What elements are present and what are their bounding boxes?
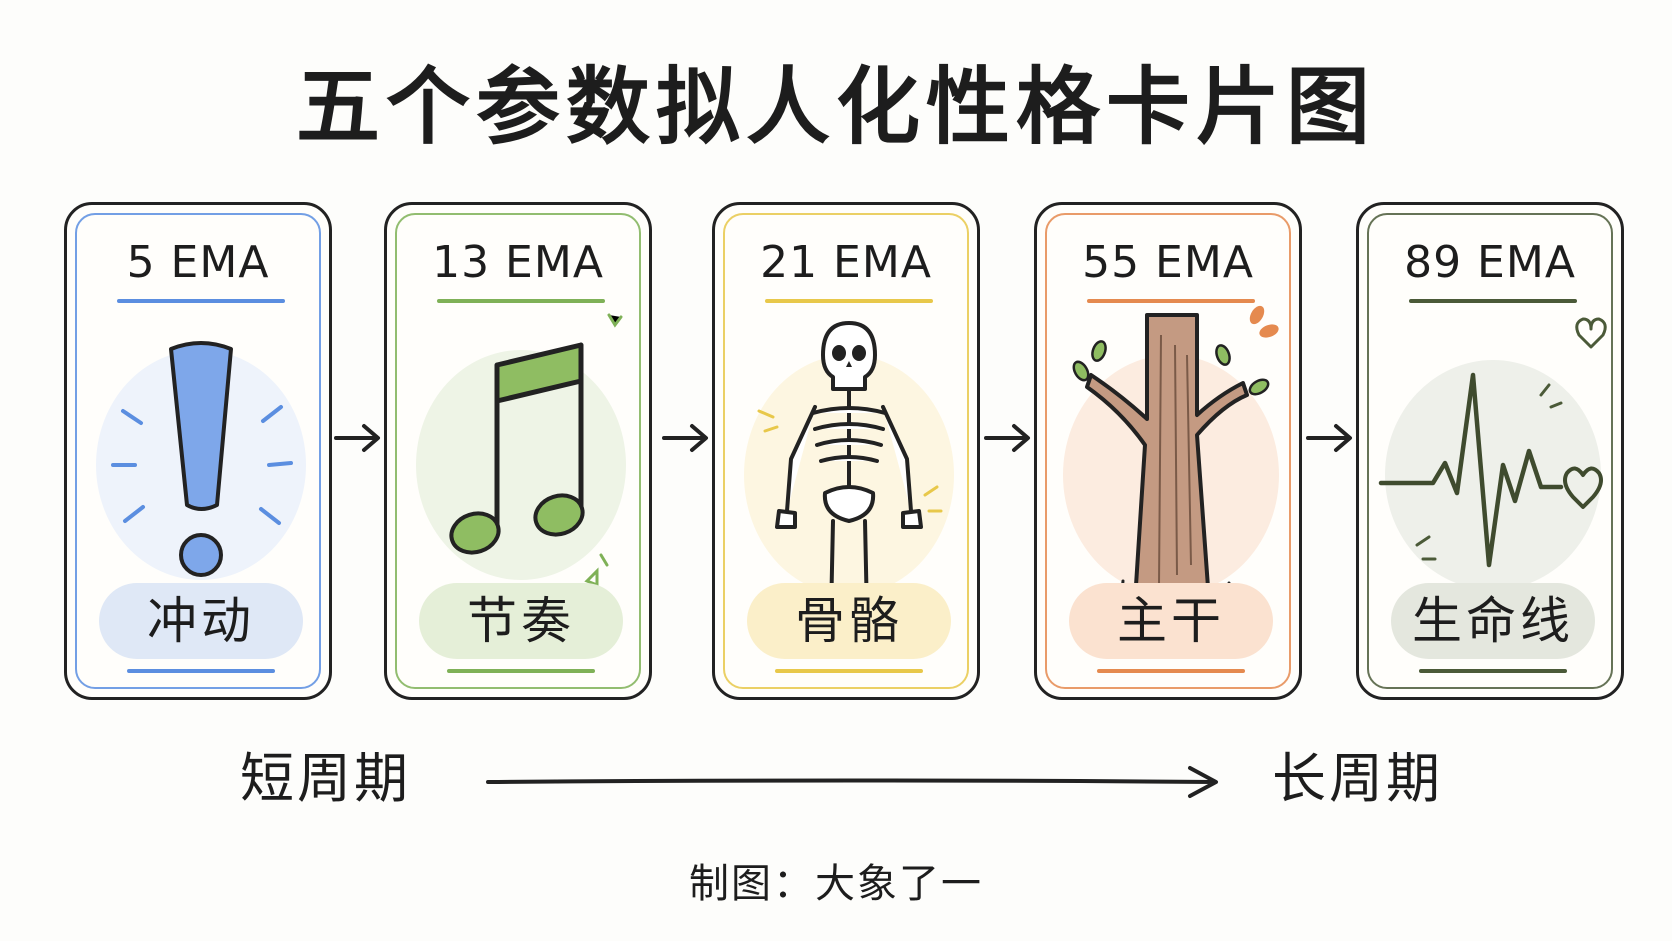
- label-underline: [775, 669, 923, 673]
- label-underline: [1097, 669, 1245, 673]
- arrow-right-icon: [662, 424, 708, 452]
- music-note-icon: [416, 313, 626, 588]
- card-heading: 5 EMA: [126, 237, 270, 288]
- card-label: 冲动: [99, 583, 303, 659]
- page-title: 五个参数拟人化性格卡片图: [295, 58, 1376, 156]
- card-55-ema: 55 EMA 主干: [1034, 202, 1302, 700]
- exclamation-icon: [96, 341, 306, 580]
- credit-text: 制图：大象了一: [689, 861, 983, 907]
- arrow-right-icon: [1306, 424, 1352, 452]
- axis-left-label: 短周期: [240, 747, 411, 810]
- arrow-right-icon: [334, 424, 380, 452]
- card-heading: 55 EMA: [1082, 237, 1254, 288]
- card-heading: 89 EMA: [1404, 237, 1576, 288]
- card-heading: 21 EMA: [760, 237, 932, 288]
- heading-underline: [1087, 299, 1255, 303]
- arrow-right-icon: [984, 424, 1030, 452]
- label-underline: [1419, 669, 1567, 673]
- card-label: 节奏: [419, 583, 623, 659]
- heading-underline: [437, 299, 605, 303]
- card-89-ema: 89 EMA 生命线: [1356, 202, 1624, 700]
- heading-underline: [117, 299, 285, 303]
- skeleton-icon: [744, 321, 954, 617]
- card-21-ema: 21 EMA 骨骼: [712, 202, 980, 700]
- card-label: 生命线: [1391, 583, 1595, 659]
- label-underline: [447, 669, 595, 673]
- card-label: 主干: [1069, 583, 1273, 659]
- label-underline: [127, 669, 275, 673]
- heartbeat-icon: [1378, 317, 1607, 590]
- card-5-ema: 5 EMA 冲动: [64, 202, 332, 700]
- axis-right-label: 长周期: [1272, 747, 1443, 810]
- heading-underline: [765, 299, 933, 303]
- heading-underline: [1409, 299, 1577, 303]
- card-13-ema: 13 EMA 节奏: [384, 202, 652, 700]
- card-label: 骨骼: [747, 583, 951, 659]
- card-heading: 13 EMA: [432, 237, 604, 288]
- long-arrow-right-icon: [486, 766, 1218, 798]
